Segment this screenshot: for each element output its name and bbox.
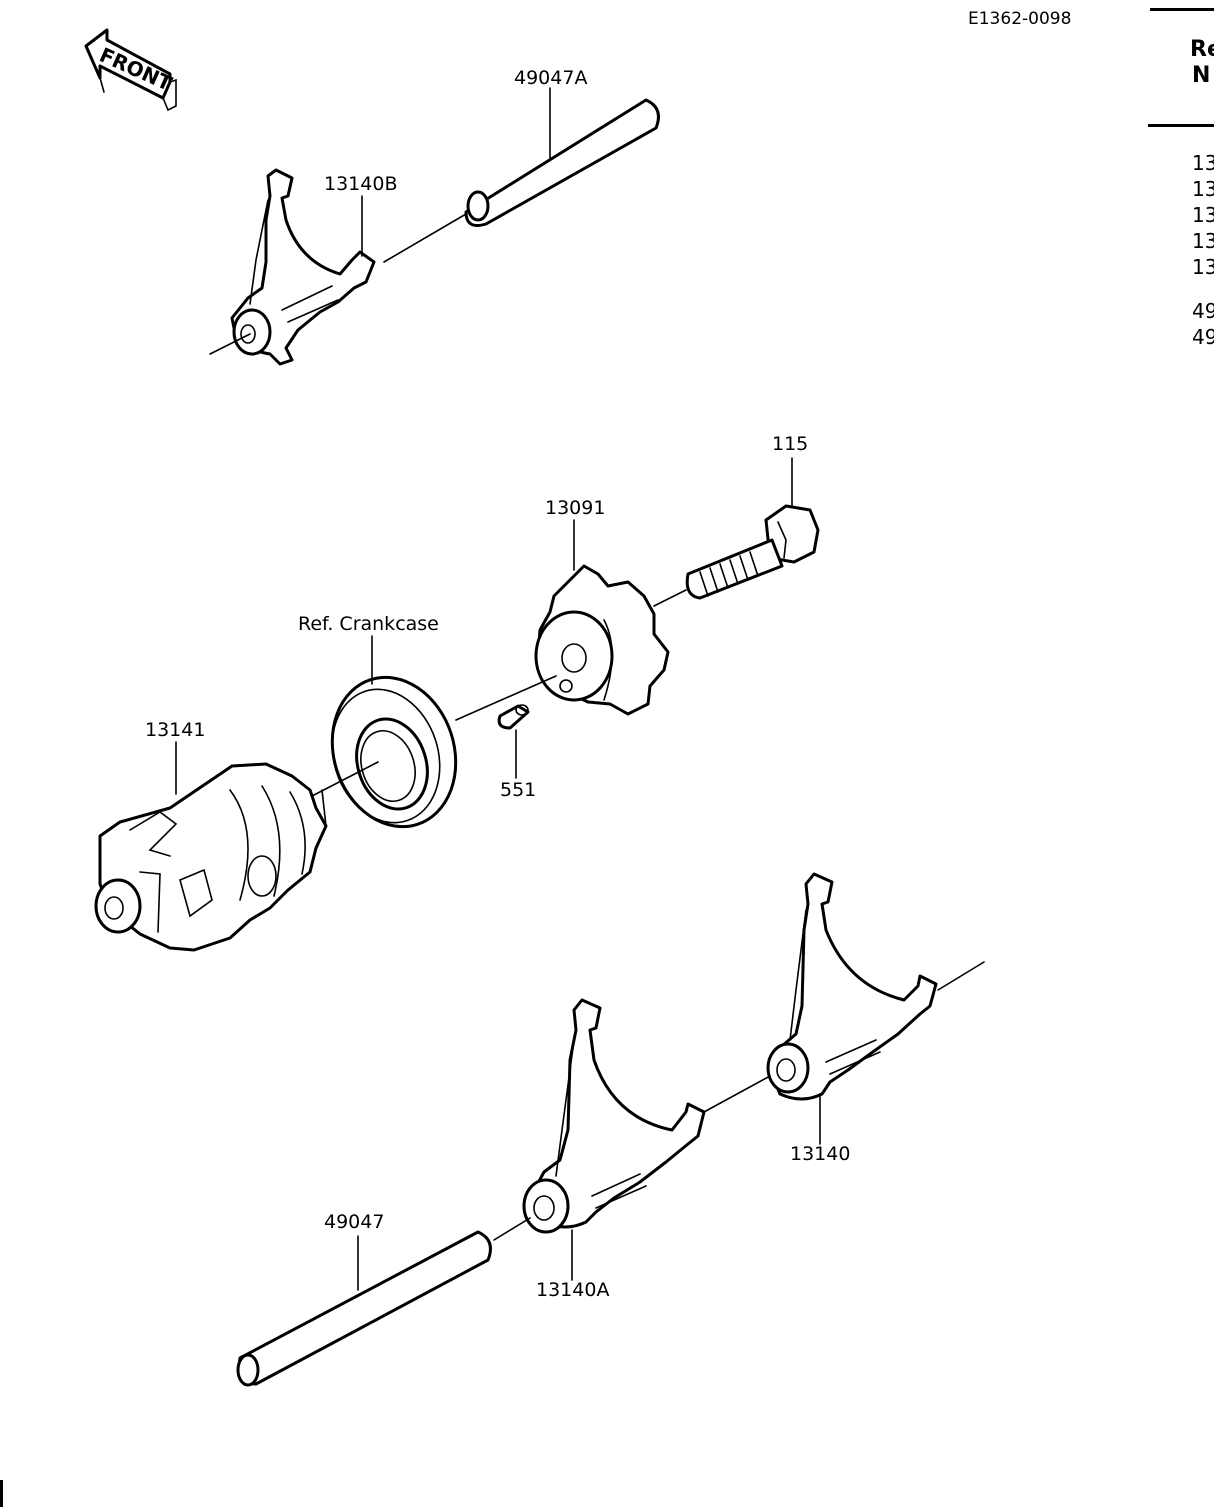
table-row: 13 [1192,203,1214,227]
shaft-49047 [236,1230,492,1387]
callout-13140: 13140 [790,1143,850,1165]
shift-drum-13141 [94,762,328,952]
callout-13141: 13141 [145,719,205,741]
table-row: 49 [1192,325,1214,349]
diagram-code: E1362-0098 [968,9,1071,29]
table-header-line-1: Re [1190,37,1214,62]
callout-ref-crankcase: Ref. Crankcase [298,613,439,635]
bearing-ref-crankcase [330,675,458,829]
pin-551 [497,704,530,730]
table-row: 13 [1192,255,1214,279]
table-row: 49 [1192,299,1214,323]
callout-115: 115 [772,433,808,455]
shift-fork-13140 [766,872,938,1101]
shift-fork-13140a [522,998,706,1234]
table-row: 13 [1192,151,1214,175]
callout-13140a: 13140A [536,1279,609,1301]
shift-drum-holder-13091 [534,564,670,716]
callout-49047: 49047 [324,1211,384,1233]
table-header-line-2: N [1192,63,1210,88]
parts-table-partial: Re N 13 13 13 13 13 49 49 [1148,8,1214,349]
callout-551: 551 [500,779,536,801]
table-row: 13 [1192,229,1214,253]
callout-49047a: 49047A [514,67,587,89]
callout-13140b: 13140B [324,173,397,195]
edge-mark [0,1480,3,1507]
shift-fork-13140b [230,168,376,366]
callout-13091: 13091 [545,497,605,519]
table-row: 13 [1192,177,1214,201]
front-label: FRONT [96,43,176,96]
bolt-115 [685,504,820,600]
front-direction-arrow-icon: FRONT [84,28,177,112]
shaft-49047a [464,98,660,227]
